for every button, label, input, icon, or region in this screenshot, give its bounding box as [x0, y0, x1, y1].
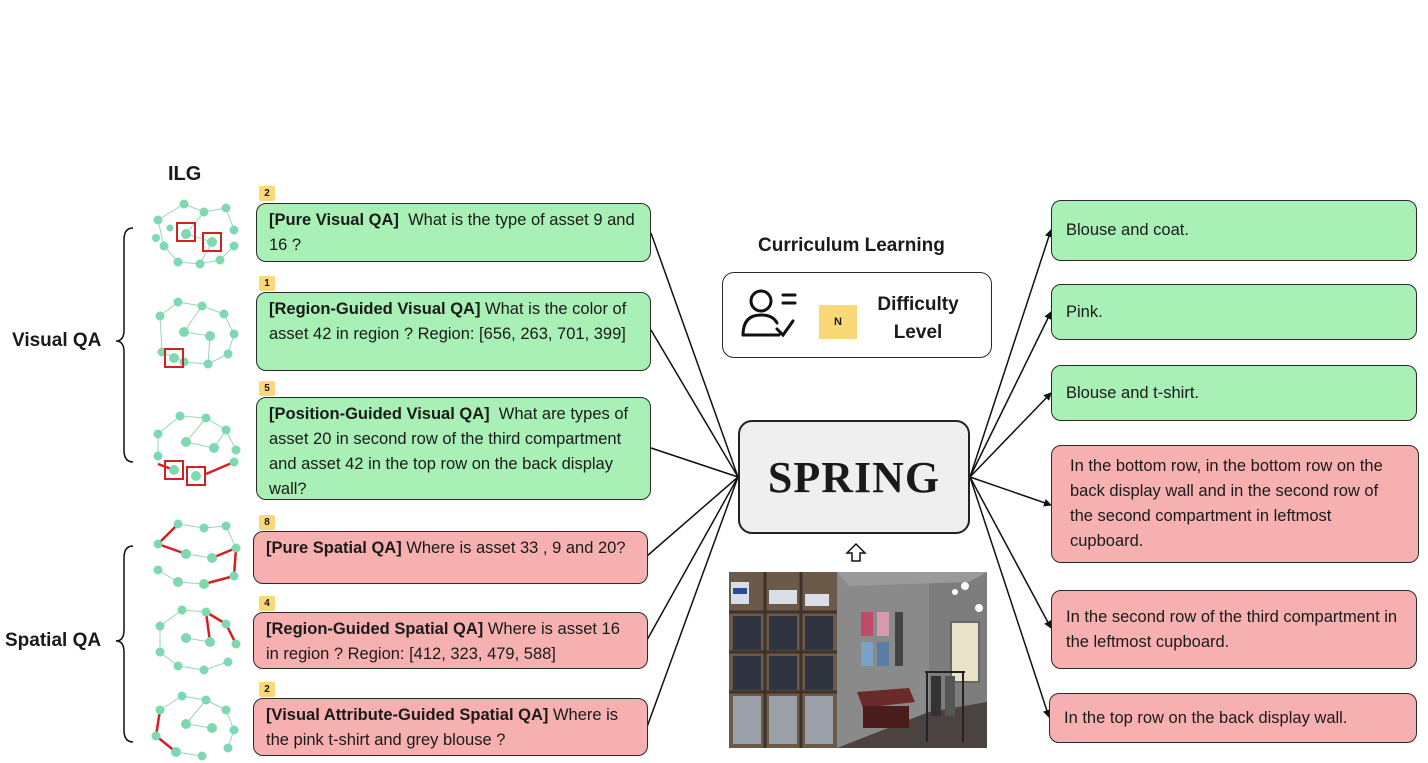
difficulty-badge-q1: 2: [259, 186, 275, 201]
question-box-position-visual: [Position-Guided Visual QA] What are typ…: [256, 397, 651, 500]
question-text: Where is asset 33 , 9 and 20?: [401, 539, 626, 557]
difficulty-badge-q6: 2: [259, 682, 275, 697]
question-tag: [Region-Guided Spatial QA]: [266, 620, 484, 638]
visual-qa-label: Visual QA: [12, 330, 102, 351]
question-text: What is the type of asset 9 and 16 ?: [269, 211, 640, 254]
connector-q4: [646, 476, 739, 557]
arrow-a6: [969, 476, 1051, 718]
connector-q6: [646, 476, 739, 728]
spatial-qa-bracket: [115, 545, 134, 743]
connector-q3: [650, 447, 739, 478]
arrow-a4: [969, 476, 1052, 507]
ilg-graph-icon-2: [155, 297, 239, 369]
answer-box-4: In the bottom row, in the bottom row on …: [1051, 445, 1419, 563]
answer-box-3: Blouse and t-shirt.: [1051, 365, 1417, 421]
connector-q1: [650, 232, 739, 478]
question-text: What are types of asset 20 in second row…: [269, 405, 633, 498]
connector-q2: [650, 329, 739, 478]
difficulty-badge-q4: 8: [259, 515, 275, 530]
question-box-pure-visual: [Pure Visual QA] What is the type of ass…: [256, 203, 651, 262]
answer-text: In the bottom row, in the bottom row on …: [1070, 457, 1383, 550]
difficulty-label-line2: Level: [893, 322, 943, 343]
question-tag: [Region-Guided Visual QA]: [269, 300, 481, 318]
question-text: Where is the pink t-shirt and grey blous…: [266, 706, 623, 749]
answer-text: In the top row on the back display wall.: [1064, 708, 1348, 727]
answer-box-2: Pink.: [1051, 284, 1417, 340]
curriculum-box: N Difficulty Level: [722, 272, 992, 358]
arrow-a3: [969, 392, 1052, 478]
question-tag: [Pure Visual QA]: [269, 211, 399, 229]
question-box-pure-spatial: [Pure Spatial QA] Where is asset 33 , 9 …: [253, 531, 648, 584]
question-box-region-spatial: [Region-Guided Spatial QA] Where is asse…: [253, 612, 648, 669]
ilg-graph-icon-5: [155, 605, 241, 675]
up-arrow-icon: [845, 542, 867, 562]
visual-qa-bracket: [115, 227, 134, 463]
question-text: Where is asset 16 in region ? Region: [4…: [266, 620, 625, 663]
ilg-title: ILG: [168, 163, 202, 185]
scene-image: [729, 572, 987, 748]
answer-box-6: In the top row on the back display wall.: [1049, 693, 1417, 743]
ilg-graph-icon-4: [153, 519, 241, 589]
spring-model-box: SPRING: [738, 420, 970, 534]
ilg-graph-icon-1: [152, 199, 239, 269]
difficulty-badge-q2: 1: [259, 276, 275, 291]
arrow-a1: [969, 229, 1053, 478]
difficulty-level-label: Difficulty Level: [868, 291, 968, 347]
question-box-attribute-spatial: [Visual Attribute-Guided Spatial QA] Whe…: [253, 698, 648, 756]
learner-icon: [741, 289, 797, 338]
answer-text: Blouse and t-shirt.: [1066, 383, 1199, 402]
answer-text: In the second row of the third compartme…: [1066, 607, 1398, 651]
answer-text: Pink.: [1066, 302, 1103, 321]
answer-box-5: In the second row of the third compartme…: [1051, 590, 1417, 669]
arrow-a2: [969, 311, 1052, 478]
question-tag: [Visual Attribute-Guided Spatial QA]: [266, 706, 549, 724]
curriculum-title: Curriculum Learning: [758, 235, 945, 256]
difficulty-badge-q3: 5: [259, 381, 275, 396]
arrow-a5: [969, 476, 1052, 629]
connector-q5: [646, 476, 739, 641]
question-tag: [Pure Spatial QA]: [266, 539, 402, 557]
question-tag: [Position-Guided Visual QA]: [269, 405, 490, 423]
spring-model-label: SPRING: [767, 452, 941, 502]
ilg-graph-icon-6: [151, 691, 239, 761]
spatial-qa-label: Spatial QA: [5, 630, 102, 651]
ilg-graph-icon-3: [153, 411, 241, 486]
question-box-region-visual: [Region-Guided Visual QA] What is the co…: [256, 292, 651, 371]
difficulty-badge-n: N: [819, 305, 857, 339]
difficulty-label-line1: Difficulty: [877, 294, 959, 315]
question-text: What is the color of asset 42 in region …: [269, 300, 631, 343]
answer-text: Blouse and coat.: [1066, 221, 1189, 239]
difficulty-badge-q5: 4: [259, 596, 275, 611]
answer-box-1: Blouse and coat.: [1051, 200, 1417, 261]
